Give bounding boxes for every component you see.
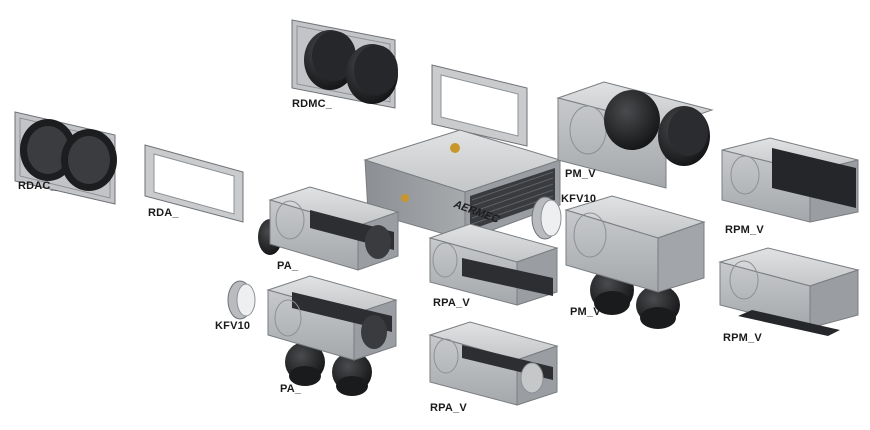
rpm-v-plenum-bottom xyxy=(718,247,860,336)
label-pm-v-top: PM_V xyxy=(565,168,596,180)
pm-v-plenum-top xyxy=(556,81,714,189)
rpa-v-plenum-top xyxy=(428,223,559,306)
label-pa-bottom: PA_ xyxy=(280,383,302,395)
pa-plenum-bottom xyxy=(266,275,398,396)
fan-coil-unit: AERMEC xyxy=(363,129,562,241)
label-pm-v-bottom: PM_V xyxy=(570,306,601,318)
rdmc-plenum xyxy=(291,19,398,109)
label-pa-top: PA_ xyxy=(277,260,299,272)
label-rpm-v-bottom: RPM_V xyxy=(723,332,762,344)
label-kfv10-left: KFV10 xyxy=(215,320,251,332)
kfv10-ring-left xyxy=(227,280,256,320)
label-rda: RDA_ xyxy=(148,207,179,219)
kfv10-ring-center xyxy=(531,196,562,240)
rpa-v-plenum-bottom xyxy=(428,321,559,406)
label-rpm-v-top: RPM_V xyxy=(725,224,764,236)
pm-v-plenum-bottom xyxy=(564,195,706,329)
label-rpa-v-bottom: RPA_V xyxy=(430,402,467,414)
label-rdac: RDAC_ xyxy=(18,180,57,192)
rpm-v-plenum-top xyxy=(721,137,859,223)
label-rpa-v-top: RPA_V xyxy=(433,297,470,309)
flange-frame-top xyxy=(431,64,528,147)
label-rdmc: RDMC_ xyxy=(292,98,333,110)
label-kfv10-center: KFV10 xyxy=(561,193,597,205)
rda-frame xyxy=(144,144,244,223)
pa-plenum-top xyxy=(258,186,400,271)
rdac-plenum xyxy=(14,111,117,205)
